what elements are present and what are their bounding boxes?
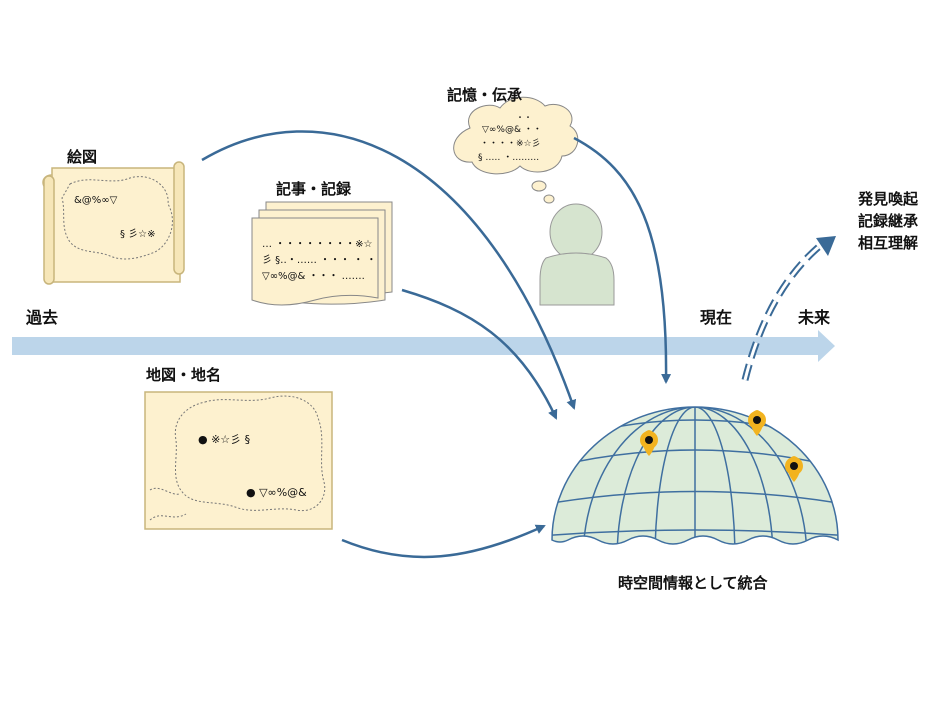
arrow-articles-to-globe xyxy=(401,288,558,420)
label-integrate: 時空間情報として統合 xyxy=(618,574,768,592)
label-memory: 記憶・伝承 xyxy=(447,86,523,104)
goals-list: 発見喚起 記録継承 相互理解 xyxy=(858,188,918,254)
label-future: 未来 xyxy=(798,308,831,327)
arrow-scroll-to-globe xyxy=(201,130,577,410)
scroll-text: &@%∞▽ xyxy=(74,195,118,206)
place-map xyxy=(144,391,333,530)
scroll-text: § 彡☆※ xyxy=(120,229,156,240)
document-line: 彡 §‥・…… ・・・ ・ ・ xyxy=(262,255,377,266)
location-pin xyxy=(785,456,803,482)
location-pin xyxy=(748,410,766,436)
label-maps: 地図・地名 xyxy=(146,366,222,384)
map-point-label: ● ▽∞%@& xyxy=(246,486,307,499)
cloud-line: ・・ xyxy=(516,113,532,122)
cloud-line: § ‥… ・‥……. xyxy=(478,153,540,163)
document-line: ▽∞%@& ・・・ ……. xyxy=(262,271,365,282)
label-past: 過去 xyxy=(26,308,59,327)
arrow-map-to-globe xyxy=(341,524,546,559)
goal-item: 発見喚起 xyxy=(858,190,919,208)
thought-cloud xyxy=(453,96,579,204)
label-present: 現在 xyxy=(700,308,733,327)
goal-item: 相互理解 xyxy=(858,234,919,252)
document-stack xyxy=(251,201,393,306)
cloud-line: ▽∞%@& ・・ xyxy=(482,125,542,135)
cloud-line: ・・・・※☆彡 xyxy=(480,139,541,149)
picture-scroll xyxy=(42,161,185,285)
arrow-memory-to-globe xyxy=(573,136,672,384)
person-figure xyxy=(539,203,615,306)
timeline-arrow xyxy=(12,330,835,362)
future-arrow xyxy=(741,236,836,381)
label-picture-map: 絵図 xyxy=(67,148,98,166)
globe xyxy=(551,406,839,545)
map-point-label: ● ※☆彡 § xyxy=(198,433,251,446)
document-line: … ・・・・・・・・※☆ xyxy=(262,239,373,250)
location-pin xyxy=(640,430,658,456)
goal-item: 記録継承 xyxy=(858,212,919,230)
label-articles: 記事・記録 xyxy=(276,180,352,198)
